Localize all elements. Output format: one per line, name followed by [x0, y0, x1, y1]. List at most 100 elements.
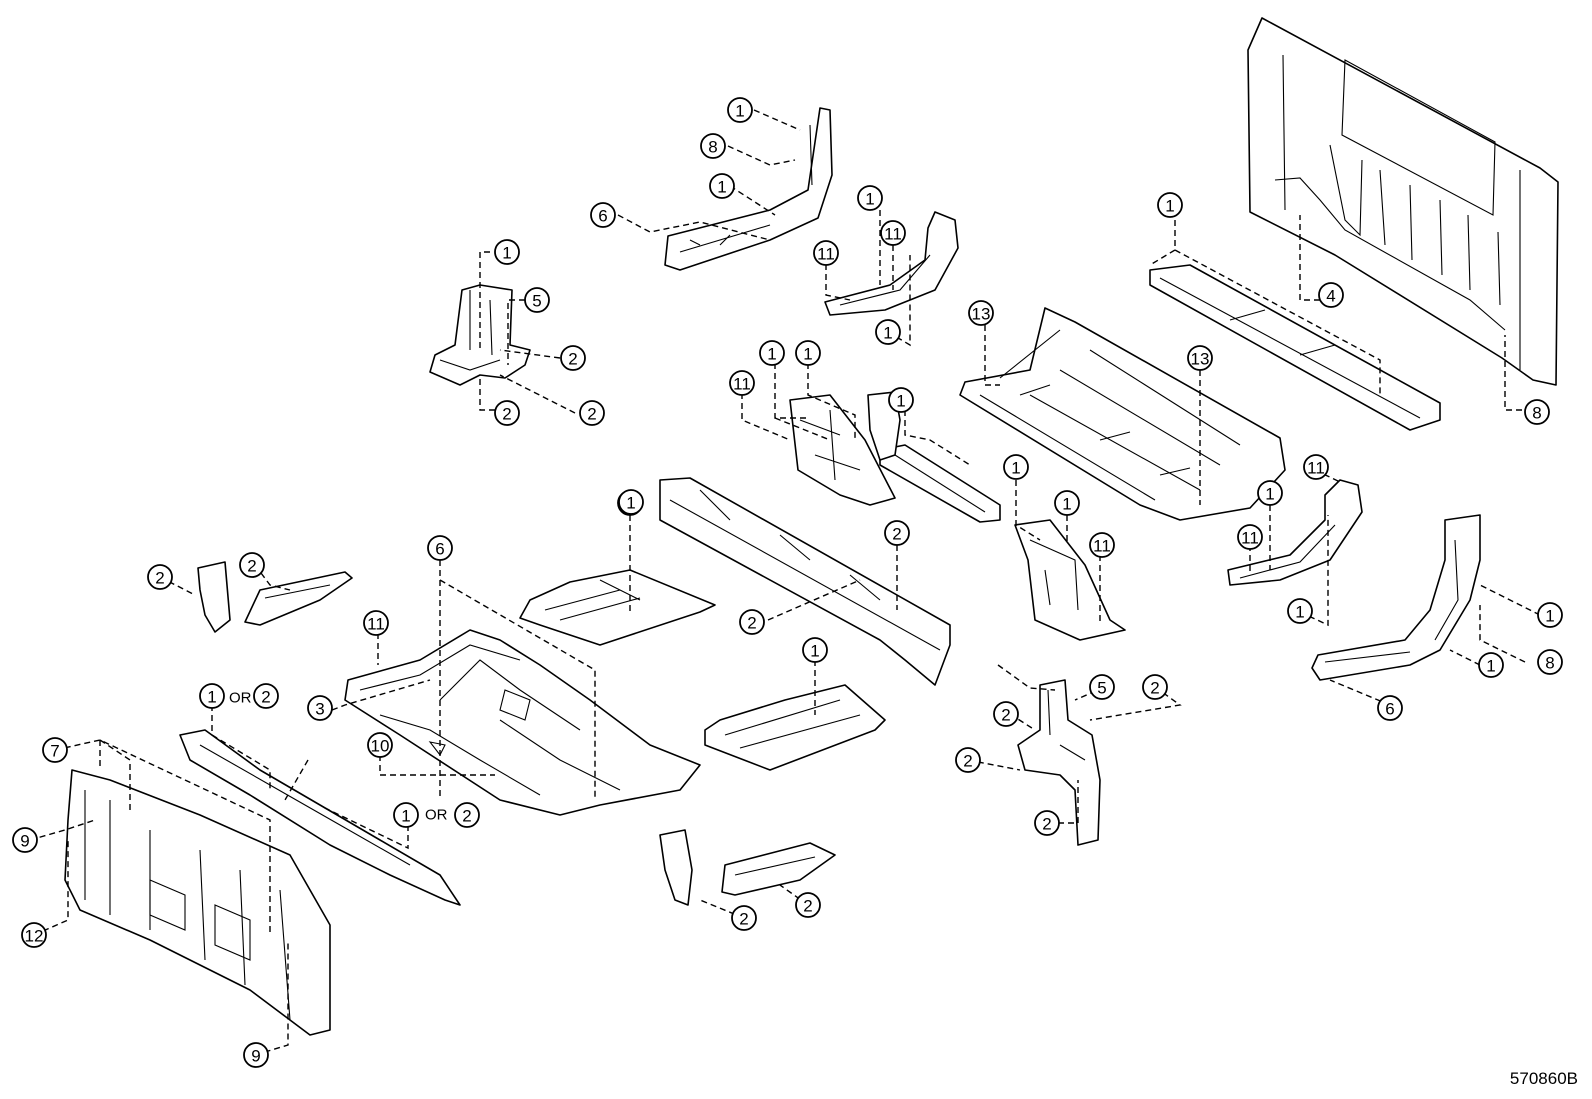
- callout-1: 1: [393, 802, 419, 828]
- callout-number: 7: [50, 742, 59, 761]
- callout-number: 2: [502, 405, 511, 424]
- callout-number: 2: [155, 569, 164, 588]
- callout-1: 1: [1257, 480, 1283, 506]
- callout-11: 11: [880, 220, 906, 246]
- callout-4: 4: [1318, 282, 1344, 308]
- callout-1: 1: [494, 239, 520, 265]
- callout-number: 1: [865, 190, 874, 209]
- callout-9: 9: [243, 1042, 269, 1068]
- back-panel: [1247, 17, 1559, 386]
- callout-2: 2: [955, 747, 981, 773]
- callout-8: 8: [700, 133, 726, 159]
- callout-1: 1: [875, 319, 901, 345]
- callout-2: 2: [993, 701, 1019, 727]
- callout-number: 1: [1486, 657, 1495, 676]
- callout-1: 1: [1054, 490, 1080, 516]
- seat-bracket-center: [879, 444, 1001, 523]
- callout-number: 11: [733, 375, 751, 394]
- callout-3: 3: [307, 695, 333, 721]
- callout-2: 2: [239, 552, 265, 578]
- callout-number: 2: [892, 525, 901, 544]
- apron-rail-left: [244, 571, 353, 626]
- callout-number: 9: [20, 832, 29, 851]
- callout-6: 6: [427, 535, 453, 561]
- callout-5: 5: [524, 287, 550, 313]
- callout-7: 7: [42, 737, 68, 763]
- callout-2: 2: [454, 802, 480, 828]
- callout-number: 1: [626, 494, 635, 513]
- rear-floor-panel: [959, 307, 1286, 521]
- callout-number: 12: [25, 927, 44, 946]
- callout-number: 1: [1011, 459, 1020, 478]
- callout-number: 1: [502, 244, 511, 263]
- callout-number: 2: [803, 897, 812, 916]
- callout-number: 1: [803, 345, 812, 364]
- callout-number: 13: [1191, 350, 1210, 369]
- callout-1: 1: [1157, 192, 1183, 218]
- callout-number: 1: [1545, 607, 1554, 626]
- callout-number: 11: [884, 225, 902, 244]
- callout-number: 11: [1241, 529, 1259, 548]
- reference-code: 570860B: [1509, 1069, 1578, 1088]
- callout-number: 2: [247, 557, 256, 576]
- leader-lines: [29, 109, 1541, 1056]
- callout-number: 5: [1097, 679, 1106, 698]
- callout-1: 1: [1003, 454, 1029, 480]
- callout-number: 8: [1532, 404, 1541, 423]
- callout-number: 2: [1150, 679, 1159, 698]
- callout-number: 1: [735, 102, 744, 121]
- rocker-reinforcement-left-upper: [664, 107, 833, 271]
- callout-2: 2: [884, 520, 910, 546]
- callout-2: 2: [579, 400, 605, 426]
- callout-1: 1: [727, 97, 753, 123]
- callout-number: 11: [1307, 459, 1325, 478]
- callout-number: 6: [598, 207, 607, 226]
- callout-2: 2: [739, 609, 765, 635]
- callout-1: 1: [709, 173, 735, 199]
- callout-number: 6: [435, 540, 444, 559]
- callout-number: 11: [367, 615, 385, 634]
- rear-floor-crossmember: [1149, 264, 1441, 431]
- callout-number: 8: [708, 138, 717, 157]
- callout-2: 2: [253, 683, 279, 709]
- callout-number: 1: [767, 345, 776, 364]
- sill-step-left: [824, 211, 959, 316]
- callout-number: 1: [883, 324, 892, 343]
- callout-2: 2: [795, 892, 821, 918]
- apron-bracket-front: [659, 829, 693, 906]
- callout-number: 1: [810, 642, 819, 661]
- callout-number: 10: [371, 737, 390, 756]
- callout-number: 11: [1093, 537, 1111, 556]
- callout-1: 1: [618, 489, 644, 515]
- callout-number: 2: [462, 807, 471, 826]
- callout-number: 9: [251, 1047, 260, 1066]
- callout-11: 11: [363, 610, 389, 636]
- callout-1: 1: [1287, 598, 1313, 624]
- callout-number: 1: [1295, 603, 1304, 622]
- callout-1: 1: [759, 340, 785, 366]
- callout-1: 1: [795, 340, 821, 366]
- callout-12: 12: [21, 922, 47, 948]
- or-label: OR: [229, 690, 252, 707]
- callout-11: 11: [1303, 454, 1329, 480]
- callout-number: 2: [587, 405, 596, 424]
- callout-11: 11: [729, 370, 755, 396]
- pillar-right-rear: [1311, 514, 1481, 681]
- callout-number: 1: [1165, 197, 1174, 216]
- callout-10: 10: [367, 732, 393, 758]
- callout-number: 8: [1545, 654, 1554, 673]
- callout-number: 2: [739, 910, 748, 929]
- callout-1: 1: [888, 387, 914, 413]
- callout-11: 11: [1089, 532, 1115, 558]
- callout-number: 2: [261, 688, 270, 707]
- callout-2: 2: [1142, 674, 1168, 700]
- callout-2: 2: [1034, 810, 1060, 836]
- callout-6: 6: [1377, 695, 1403, 721]
- callout-number: 1: [896, 392, 905, 411]
- floor-crossmember: [659, 477, 951, 686]
- callout-1: 1: [857, 185, 883, 211]
- dash-panel: [64, 769, 331, 1036]
- callout-number: 2: [747, 614, 756, 633]
